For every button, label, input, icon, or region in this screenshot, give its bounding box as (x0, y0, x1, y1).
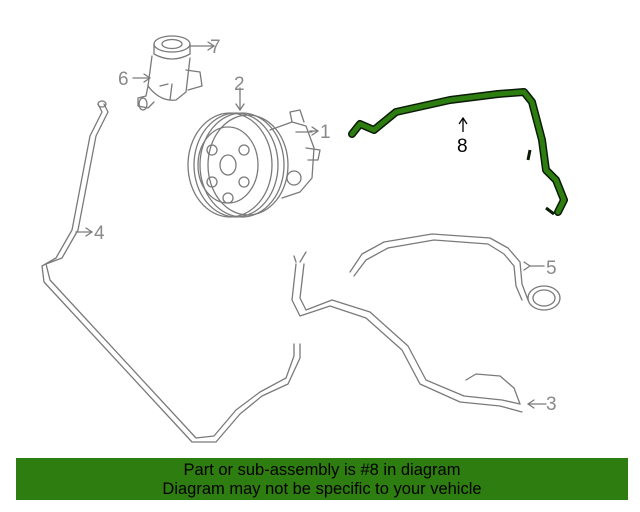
highlighted-tube-part-8[interactable] (348, 88, 568, 216)
info-banner: Part or sub-assembly is #8 in diagram Di… (16, 458, 628, 500)
pump-body-part-1[interactable] (269, 109, 321, 199)
banner-line-2: Diagram may not be specific to your vehi… (162, 480, 482, 498)
reservoir-cap-part-7[interactable] (153, 35, 215, 60)
callout-label-1: 1 (320, 122, 331, 143)
banner-line-1: Part or sub-assembly is #8 in diagram (183, 461, 461, 479)
callout-label-8: 8 (457, 136, 468, 157)
callout-label-5: 5 (546, 258, 557, 279)
reservoir-part-6[interactable] (132, 55, 203, 111)
pump-pulley-part-2[interactable] (187, 87, 289, 218)
return-tube-part-4[interactable] (41, 100, 301, 443)
callout-label-6: 6 (118, 69, 129, 90)
callout-label-4: 4 (94, 223, 105, 244)
pressure-hose-part-5[interactable] (349, 233, 561, 311)
callout-label-7: 7 (210, 37, 221, 58)
pressure-hose-part-3[interactable] (291, 251, 547, 413)
parts-diagram: 1 2 3 4 5 6 7 8 (41, 35, 568, 443)
callout-label-3: 3 (546, 394, 557, 415)
callout-label-2: 2 (234, 74, 245, 95)
